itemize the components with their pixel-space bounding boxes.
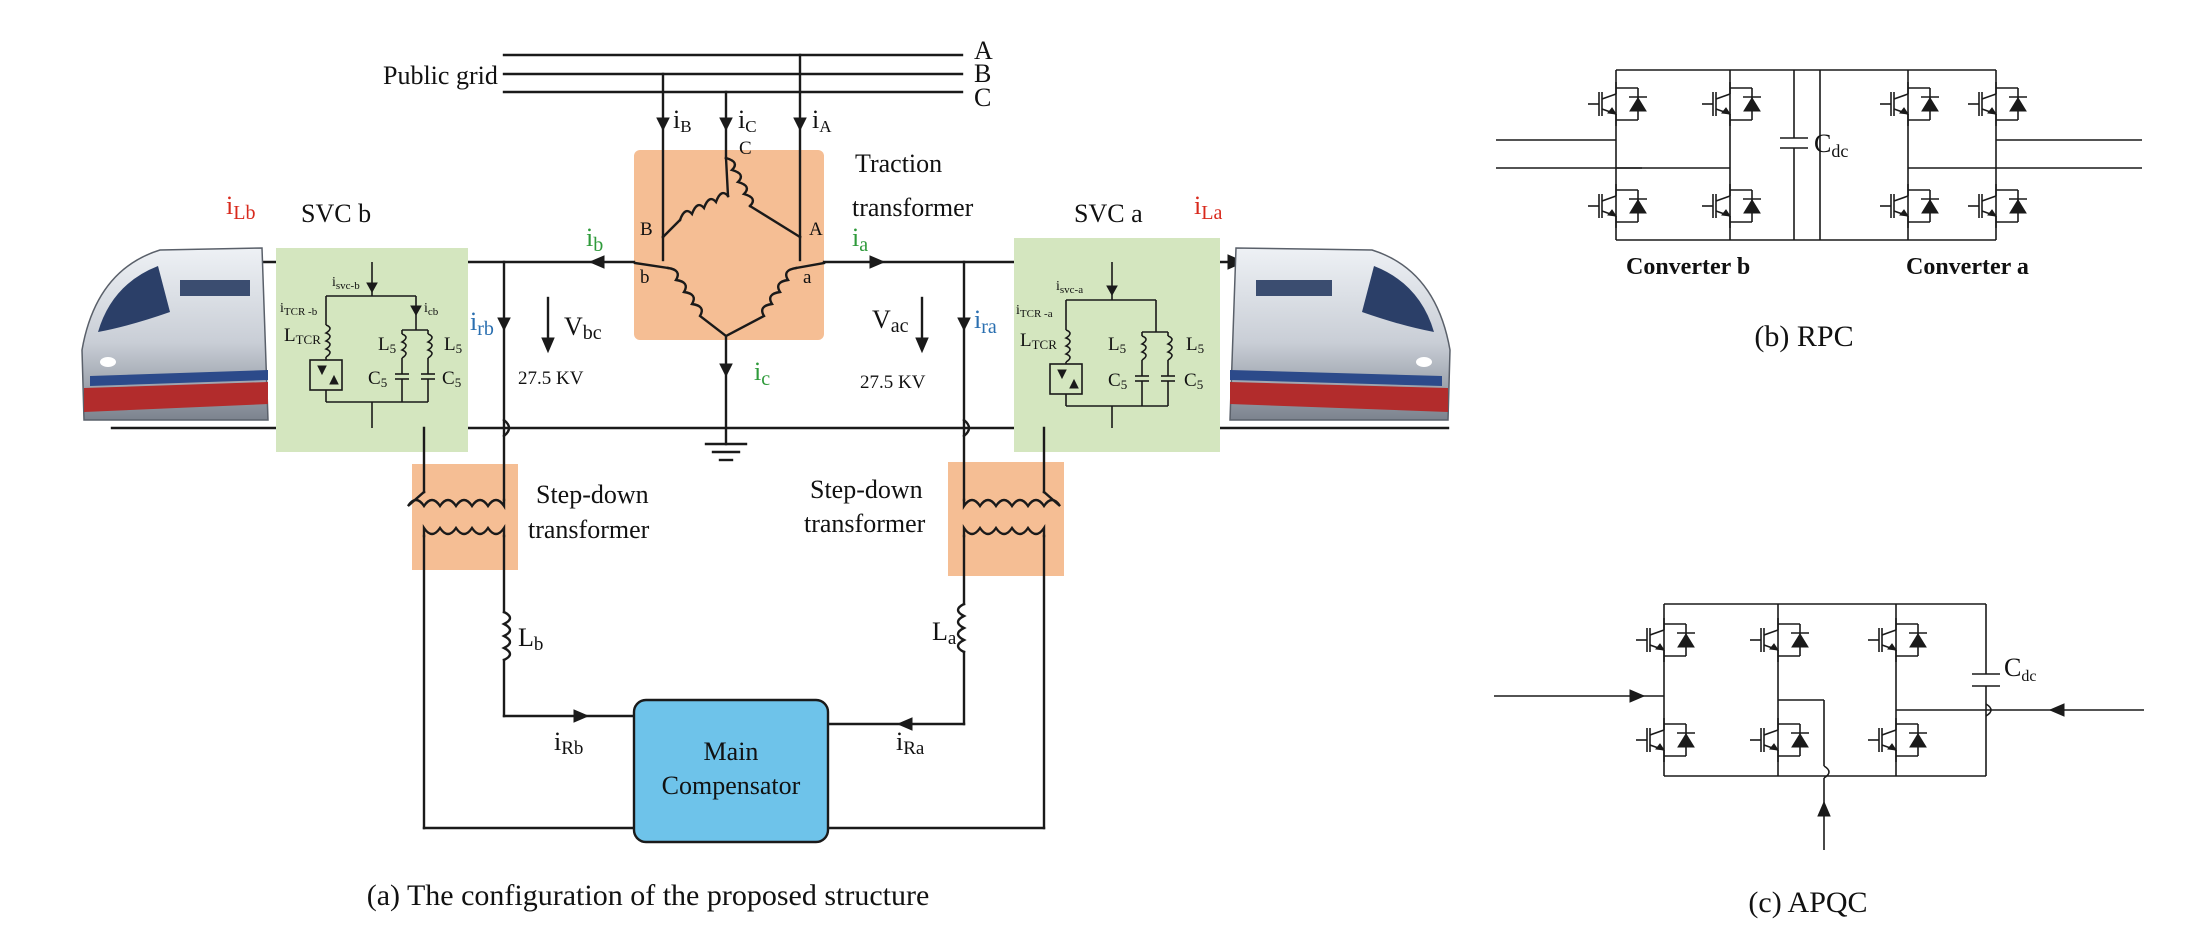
tt-corner-A: A bbox=[809, 219, 823, 240]
tt-corner-b: b bbox=[640, 267, 650, 288]
stepdown-left-line1: Step-down bbox=[536, 480, 649, 509]
svc-a-circuit bbox=[1049, 262, 1175, 428]
public-grid-lines bbox=[502, 53, 964, 94]
current-irb-label: irb bbox=[470, 307, 494, 340]
current-iRb-label: iRb bbox=[554, 727, 583, 759]
phase-B-label: B bbox=[974, 59, 991, 88]
phase-C-label: C bbox=[974, 83, 991, 112]
current-ira-label: ira bbox=[974, 305, 997, 338]
current-ic-label: ic bbox=[754, 357, 770, 390]
right-locomotive bbox=[1229, 247, 1451, 421]
svc-b-itcr: iTCR -b bbox=[280, 301, 318, 318]
traction-transformer-windings bbox=[633, 156, 826, 338]
current-iLa-label: iLa bbox=[1194, 191, 1222, 224]
svc-a-itcr: iTCR -a bbox=[1016, 303, 1053, 320]
panel-b-caption: (b) RPC bbox=[1754, 320, 1853, 353]
grid-feeders bbox=[656, 53, 807, 239]
public-grid-label: Public grid bbox=[383, 61, 498, 90]
svc-b-title: SVC b bbox=[301, 199, 371, 228]
svc-a-box bbox=[1014, 238, 1220, 452]
panel-a-caption: (a) The configuration of the proposed st… bbox=[367, 879, 930, 912]
voltage-arrows bbox=[541, 296, 929, 354]
tt-corner-C: C bbox=[739, 138, 752, 159]
rpc-cdc-label: Cdc bbox=[1814, 129, 1848, 161]
current-ib-label: ib bbox=[586, 223, 603, 256]
apqc-bus-lines bbox=[1494, 603, 2144, 850]
voltage-vbc-level: 27.5 KV bbox=[518, 368, 584, 389]
current-iB-label: iB bbox=[673, 105, 692, 136]
stepdown-left-circuit bbox=[407, 260, 636, 830]
panel-c-apqc: Cdc (c) APQC bbox=[1494, 603, 2144, 919]
svc-b-icb: icb bbox=[424, 301, 439, 318]
inductor-Lb-label: Lb bbox=[518, 623, 543, 655]
left-locomotive bbox=[81, 247, 269, 421]
phase-A-label: A bbox=[974, 36, 993, 65]
current-iC-label: iC bbox=[738, 105, 757, 136]
rpc-bus-lines bbox=[1496, 69, 2142, 241]
svc-a-isvc: isvc-a bbox=[1056, 279, 1083, 296]
stepdown-transformer-right-box bbox=[948, 462, 1064, 576]
voltage-vac-level: 27.5 KV bbox=[860, 372, 926, 393]
voltage-vac-label: Vac bbox=[872, 305, 909, 337]
panel-c-caption: (c) APQC bbox=[1748, 886, 1867, 919]
tt-corner-a: a bbox=[803, 267, 812, 288]
converter-a-label: Converter a bbox=[1906, 254, 2029, 280]
traction-transformer-title-2: transformer bbox=[852, 193, 974, 222]
main-compensator-line1: Main bbox=[704, 737, 759, 766]
main-compensator-box bbox=[632, 698, 830, 844]
main-compensator-line2: Compensator bbox=[662, 771, 801, 800]
current-ia-label: ia bbox=[852, 223, 868, 256]
svc-a-title: SVC a bbox=[1074, 199, 1143, 228]
converter-b-label: Converter b bbox=[1626, 254, 1750, 280]
rpc-switches bbox=[1587, 81, 2028, 229]
inductor-La-label: La bbox=[932, 617, 957, 649]
current-iLb-label: iLb bbox=[226, 191, 255, 224]
apqc-switches bbox=[1635, 617, 1928, 763]
current-iA-label: iA bbox=[812, 105, 832, 136]
stepdown-transformer-left-box bbox=[412, 464, 518, 570]
stepdown-right-line2: transformer bbox=[804, 509, 926, 538]
stepdown-right-circuit bbox=[826, 260, 1061, 830]
voltage-vbc-label: Vbc bbox=[564, 312, 602, 344]
rail-return-path bbox=[704, 334, 748, 462]
stepdown-right-line1: Step-down bbox=[810, 475, 923, 504]
panel-a-structure: Public grid A B C iB iC iA bbox=[81, 36, 1451, 912]
apqc-cdc-label: Cdc bbox=[2004, 653, 2036, 685]
svc-b-isvc: isvc-b bbox=[332, 275, 360, 292]
svc-b-circuit bbox=[309, 262, 435, 428]
panel-b-rpc: Cdc Converter b Converter a (b) RPC bbox=[1496, 69, 2142, 353]
traction-transformer-title-1: Traction bbox=[855, 149, 942, 178]
current-iRa-label: iRa bbox=[896, 727, 925, 759]
stepdown-left-line2: transformer bbox=[528, 515, 650, 544]
tt-corner-B: B bbox=[640, 219, 653, 240]
